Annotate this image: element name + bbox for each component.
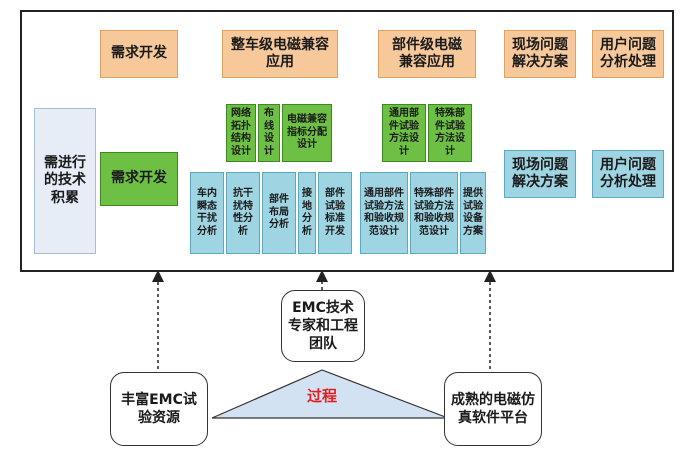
expert-team-box: EMC技术专家和工程团队: [281, 290, 365, 362]
layout-analysis-box: 部件布局分析: [262, 172, 296, 254]
special-test-method-box: 特殊部件试验方法设计: [428, 104, 472, 162]
general-acceptance-box: 通用部件试验方法和验收规范设计: [360, 172, 408, 254]
grounding-analysis-box: 接地分析: [298, 172, 316, 254]
test-resources-label: 丰富EMC试验资源: [121, 391, 197, 426]
capability-frame: 需进行的技术积累 需求开发 整车级电磁兼容应用 部件级电磁兼容应用 现场问题解决…: [20, 10, 674, 272]
test-equipment-box: 提供试验设备方案: [460, 172, 486, 254]
test-standard-box: 部件试验标准开发: [318, 172, 352, 254]
vehicle-emc-box: 整车级电磁兼容应用: [222, 30, 338, 78]
user-analysis-box: 用户问题分析处理: [592, 150, 664, 198]
component-emc-label: 部件级电磁兼容应用: [392, 36, 462, 71]
immunity-analysis-box: 抗干扰特性分析: [226, 172, 260, 254]
sim-platform-box: 成熟的电磁仿真软件平台: [444, 372, 542, 446]
general-test-method-box: 通用部件试验方法设计: [382, 104, 426, 162]
network-topology-box: 网络拓扑结构设计: [226, 104, 256, 162]
user-analysis-box-top: 用户问题分析处理: [592, 30, 664, 78]
test-equipment-label: 提供试验设备方案: [463, 188, 483, 237]
process-label: 过程: [306, 387, 337, 405]
field-solution-label-top: 现场问题解决方案: [512, 36, 568, 71]
grounding-analysis-label: 接地分析: [302, 188, 312, 237]
user-analysis-label-top: 用户问题分析处理: [600, 36, 656, 71]
wiring-design-box: 布线设计: [258, 104, 280, 162]
special-acceptance-box: 特殊部件试验方法和验收规范设计: [410, 172, 458, 254]
test-resources-box: 丰富EMC试验资源: [110, 372, 208, 446]
layout-analysis-label: 部件布局分析: [269, 194, 289, 231]
user-analysis-label: 用户问题分析处理: [600, 156, 656, 191]
special-acceptance-label: 特殊部件试验方法和验收规范设计: [414, 188, 454, 237]
test-standard-label: 部件试验标准开发: [325, 188, 345, 237]
general-test-method-label: 通用部件试验方法设计: [389, 108, 419, 157]
req-dev-label-green: 需求开发: [111, 170, 167, 187]
req-dev-label-top: 需求开发: [111, 45, 167, 62]
component-emc-box: 部件级电磁兼容应用: [378, 30, 476, 78]
network-topology-label: 网络拓扑结构设计: [231, 108, 251, 157]
general-acceptance-label: 通用部件试验方法和验收规范设计: [364, 188, 404, 237]
emc-index-box: 电磁兼容指标分配设计: [282, 104, 332, 162]
process-triangle: [211, 369, 449, 419]
req-dev-box-top: 需求开发: [100, 30, 178, 78]
tech-accumulation-label: 需进行的技术积累: [44, 154, 86, 206]
tech-accumulation-box: 需进行的技术积累: [34, 108, 96, 254]
sim-platform-label: 成熟的电磁仿真软件平台: [451, 391, 535, 426]
vehicle-emc-label: 整车级电磁兼容应用: [231, 36, 329, 71]
transient-analysis-box: 车内瞬态干扰分析: [190, 172, 224, 254]
special-test-method-label: 特殊部件试验方法设计: [435, 108, 465, 157]
immunity-analysis-label: 抗干扰特性分析: [233, 188, 253, 237]
expert-team-label: EMC技术专家和工程团队: [288, 299, 358, 353]
req-dev-box-green: 需求开发: [100, 152, 178, 206]
transient-analysis-label: 车内瞬态干扰分析: [197, 188, 217, 237]
field-solution-box: 现场问题解决方案: [504, 150, 576, 198]
wiring-design-label: 布线设计: [264, 108, 274, 157]
field-solution-label: 现场问题解决方案: [512, 156, 568, 191]
field-solution-box-top: 现场问题解决方案: [504, 30, 576, 78]
emc-index-label: 电磁兼容指标分配设计: [287, 114, 327, 151]
